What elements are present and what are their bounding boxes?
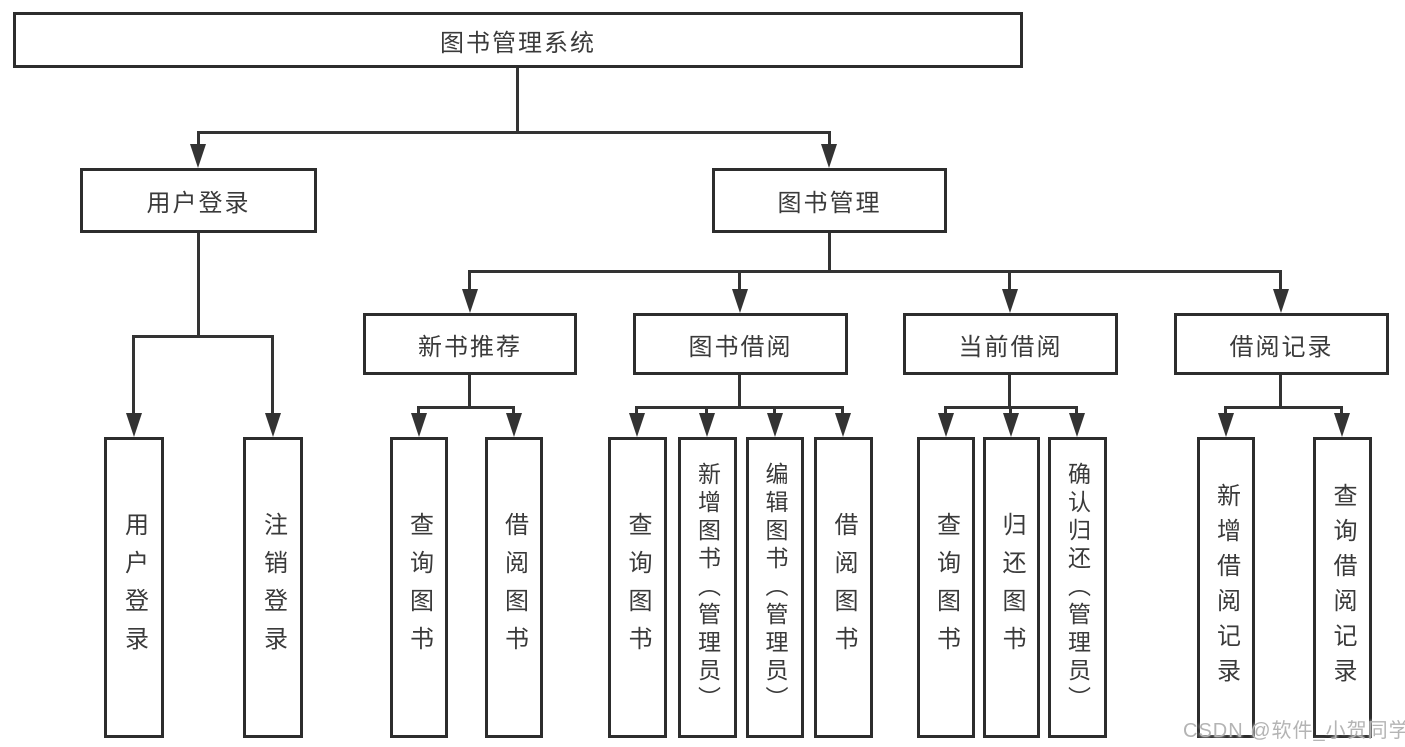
leaf-borrow-books-recommend: 借阅图书	[485, 437, 543, 738]
node-label: 新增图书（管理员）	[694, 461, 721, 714]
node-library-system: 图书管理系统	[13, 12, 1023, 68]
node-book-borrow: 图书借阅	[633, 313, 848, 375]
connector-arrowhead	[265, 413, 281, 437]
leaf-query-borrow-record: 查询借阅记录	[1313, 437, 1372, 738]
connector-line	[417, 406, 515, 409]
node-current-borrow: 当前借阅	[903, 313, 1118, 375]
node-label: 新书推荐	[418, 333, 522, 361]
node-label: 确认归还（管理员）	[1064, 461, 1091, 714]
connector-line	[1224, 406, 1343, 409]
node-label: 图书借阅	[688, 333, 793, 361]
connector-line	[738, 375, 741, 409]
connector-line	[197, 131, 831, 134]
connector-line	[468, 375, 471, 409]
node-label: 编辑图书（管理员）	[762, 461, 788, 714]
node-label: 借阅图书	[500, 511, 528, 664]
leaf-return-books: 归还图书	[983, 437, 1040, 738]
connector-line	[271, 335, 274, 415]
connector-line	[841, 406, 844, 416]
node-label: 图书管理	[777, 190, 882, 217]
connector-arrowhead	[699, 413, 715, 437]
connector-arrowhead	[126, 413, 142, 437]
connector-line	[1009, 406, 1012, 416]
connector-line	[132, 335, 274, 338]
node-label: 用户登录	[120, 511, 148, 664]
connector-line	[1279, 270, 1282, 292]
leaf-user-login: 用户登录	[104, 437, 164, 738]
connector-arrowhead	[938, 413, 954, 437]
connector-arrowhead	[732, 289, 748, 313]
connector-arrowhead	[767, 413, 783, 437]
connector-line	[738, 270, 741, 292]
connector-line	[417, 406, 420, 416]
connector-line	[132, 335, 135, 415]
leaf-add-borrow-record: 新增借阅记录	[1197, 437, 1255, 738]
connector-line	[828, 233, 831, 273]
connector-line	[468, 270, 471, 292]
node-label: 借阅记录	[1229, 333, 1334, 361]
connector-line	[635, 406, 844, 409]
node-book-management: 图书管理	[712, 168, 947, 233]
connector-arrowhead	[1069, 413, 1085, 437]
node-borrow-records: 借阅记录	[1174, 313, 1389, 375]
connector-arrowhead	[506, 413, 522, 437]
connector-line	[512, 406, 515, 416]
connector-line	[516, 68, 519, 133]
node-label: 当前借阅	[958, 333, 1063, 361]
node-new-book-recommend: 新书推荐	[363, 313, 577, 375]
node-label: 注销登录	[259, 511, 287, 664]
leaf-query-books-current: 查询图书	[917, 437, 975, 738]
connector-line	[468, 270, 1282, 273]
node-label: 归还图书	[998, 511, 1025, 664]
connector-arrowhead	[835, 413, 851, 437]
leaf-add-book-admin: 新增图书（管理员）	[678, 437, 737, 738]
connector-line	[773, 406, 776, 416]
connector-arrowhead	[821, 144, 837, 168]
leaf-borrow-books: 借阅图书	[814, 437, 873, 738]
node-label: 查询图书	[624, 511, 651, 664]
connector-arrowhead	[1218, 413, 1234, 437]
leaf-query-books-borrow: 查询图书	[608, 437, 667, 738]
leaf-confirm-return-admin: 确认归还（管理员）	[1048, 437, 1107, 738]
connector-line	[1279, 375, 1282, 409]
connector-line	[635, 406, 638, 416]
connector-line	[1224, 406, 1227, 416]
leaf-logout: 注销登录	[243, 437, 303, 738]
connector-line	[1075, 406, 1078, 416]
connector-line	[197, 233, 200, 338]
leaf-query-books-recommend: 查询图书	[390, 437, 448, 738]
connector-arrowhead	[462, 289, 478, 313]
connector-line	[1008, 270, 1011, 292]
connector-arrowhead	[1003, 413, 1019, 437]
leaf-edit-book-admin: 编辑图书（管理员）	[746, 437, 804, 738]
node-label: 查询借阅记录	[1329, 482, 1356, 693]
node-label: 图书管理系统	[440, 29, 596, 57]
connector-line	[828, 131, 831, 147]
node-label: 查询图书	[932, 511, 960, 664]
node-label: 查询图书	[405, 511, 433, 664]
node-label: 新增借阅记录	[1212, 482, 1240, 693]
connector-arrowhead	[1002, 289, 1018, 313]
connector-line	[705, 406, 708, 416]
connector-arrowhead	[190, 144, 206, 168]
connector-line	[1340, 406, 1343, 416]
connector-arrowhead	[411, 413, 427, 437]
connector-arrowhead	[1334, 413, 1350, 437]
node-label: 借阅图书	[830, 511, 857, 664]
node-label: 用户登录	[146, 190, 251, 217]
connector-arrowhead	[1273, 289, 1289, 313]
connector-line	[197, 131, 200, 147]
csdn-watermark: CSDN @软件_小贺同学	[1183, 720, 1405, 742]
connector-line	[944, 406, 947, 416]
connector-arrowhead	[629, 413, 645, 437]
node-user-login: 用户登录	[80, 168, 317, 233]
connector-line	[1008, 375, 1011, 409]
